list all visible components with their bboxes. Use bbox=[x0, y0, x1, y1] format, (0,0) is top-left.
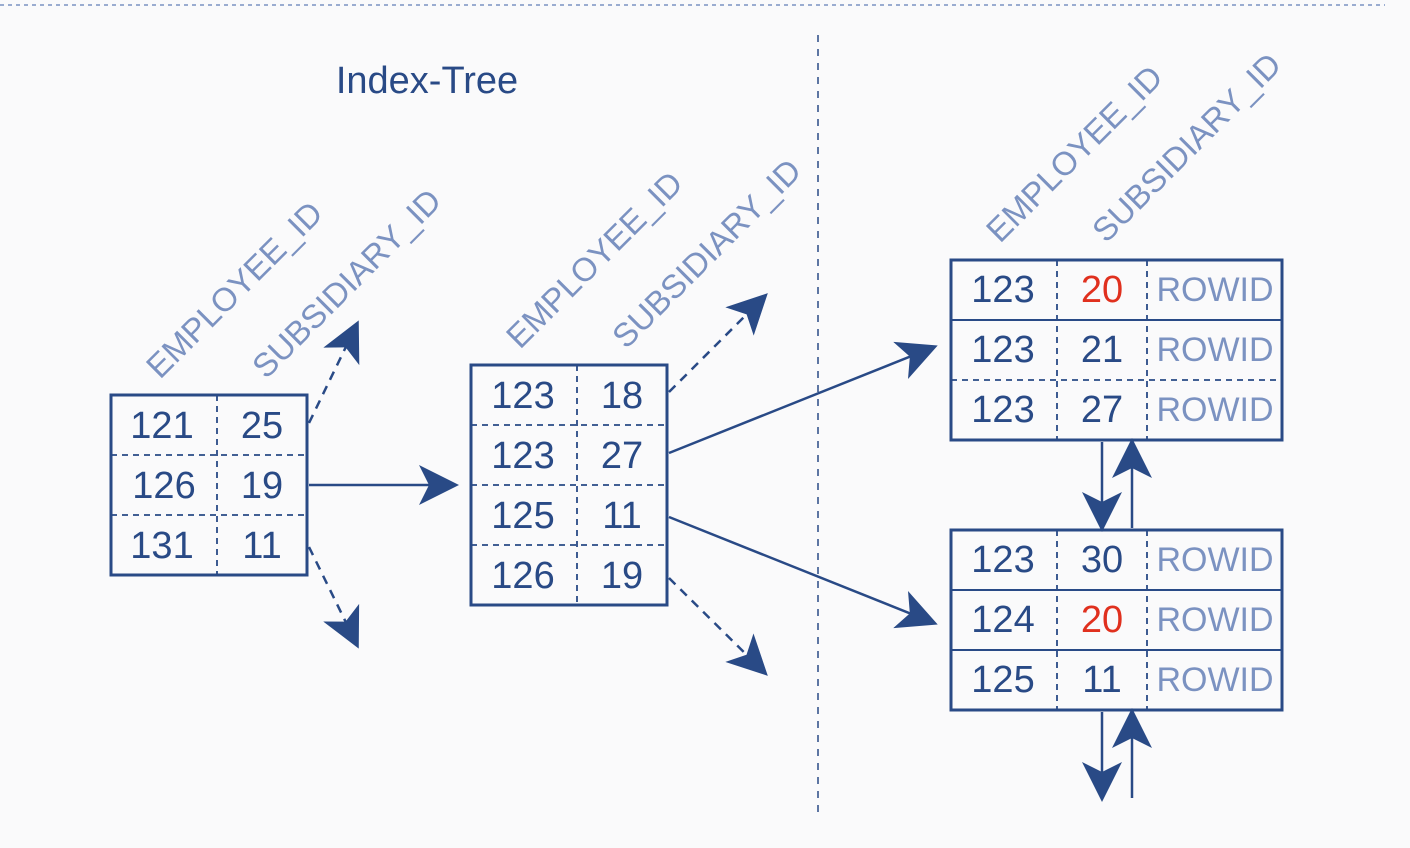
root-cell-subsidiary-id: 19 bbox=[241, 465, 283, 507]
leaf-cell-rowid: ROWID bbox=[1156, 541, 1273, 579]
branch-cell-employee-id: 126 bbox=[491, 555, 554, 597]
leaf-cell-subsidiary-id: 11 bbox=[1082, 659, 1121, 701]
leaf-subsidiary-id-label: SUBSIDIARY_ID bbox=[1085, 46, 1288, 249]
root-cell-subsidiary-id: 11 bbox=[242, 525, 281, 567]
root-cell-employee-id: 121 bbox=[130, 405, 193, 447]
leaf-cell-employee-id: 123 bbox=[971, 389, 1034, 431]
pointer-arrow bbox=[668, 515, 938, 629]
leaf-cell-subsidiary-id-highlighted: 20 bbox=[1081, 269, 1123, 311]
leaf-employee-id-label: EMPLOYEE_ID bbox=[979, 58, 1170, 249]
leaf-cell-rowid: ROWID bbox=[1156, 661, 1273, 699]
leaf-cell-employee-id: 125 bbox=[971, 659, 1034, 701]
leaf-cell-rowid: ROWID bbox=[1156, 331, 1273, 369]
leaf-cell-employee-id: 123 bbox=[971, 329, 1034, 371]
diagram-title: Index-Tree bbox=[336, 60, 518, 102]
branch-employee-id-label: EMPLOYEE_ID bbox=[499, 164, 690, 355]
leaf-cell-subsidiary-id: 27 bbox=[1081, 389, 1123, 431]
root-cell-employee-id: 131 bbox=[130, 525, 193, 567]
branch-cell-subsidiary-id: 11 bbox=[602, 495, 641, 537]
leaf-cell-subsidiary-id: 30 bbox=[1081, 539, 1123, 581]
branch-cell-employee-id: 123 bbox=[491, 375, 554, 417]
leaf-cell-employee-id: 123 bbox=[971, 539, 1034, 581]
root-cell-employee-id: 126 bbox=[132, 465, 195, 507]
root-node-border bbox=[109, 393, 309, 577]
pointer-arrow-dashed bbox=[668, 293, 768, 393]
root-node: 121 25 126 19 131 11 bbox=[109, 393, 309, 577]
arrows bbox=[307, 293, 1152, 802]
leaf-cell-employee-id: 123 bbox=[971, 269, 1034, 311]
branch-cell-subsidiary-id: 27 bbox=[601, 435, 643, 477]
branch-cell-subsidiary-id: 19 bbox=[601, 555, 643, 597]
pointer-arrow bbox=[668, 341, 938, 455]
leaf-cell-employee-id: 124 bbox=[971, 599, 1034, 641]
branch-cell-employee-id: 125 bbox=[491, 495, 554, 537]
branch-subsidiary-id-label: SUBSIDIARY_ID bbox=[605, 152, 808, 355]
pointer-arrow-dashed bbox=[307, 320, 360, 424]
leaf-node: 123 30 ROWID 124 20 ROWID 125 11 ROWID bbox=[949, 528, 1284, 712]
leaf-node: 123 20 ROWID 123 21 ROWID 123 27 ROWID bbox=[949, 258, 1284, 442]
root-employee-id-label: EMPLOYEE_ID bbox=[139, 194, 330, 385]
leaf-cell-rowid: ROWID bbox=[1156, 271, 1273, 309]
pointer-arrow-dashed bbox=[307, 546, 360, 649]
root-cell-subsidiary-id: 25 bbox=[241, 405, 283, 447]
root-subsidiary-id-label: SUBSIDIARY_ID bbox=[245, 182, 448, 385]
leaf-cell-subsidiary-id-highlighted: 20 bbox=[1081, 599, 1123, 641]
branch-node: 123 18 123 27 125 11 126 19 bbox=[469, 363, 669, 607]
branch-cell-employee-id: 123 bbox=[491, 435, 554, 477]
leaf-cell-rowid: ROWID bbox=[1156, 601, 1273, 639]
leaf-cell-subsidiary-id: 21 bbox=[1081, 329, 1123, 371]
branch-cell-subsidiary-id: 18 bbox=[601, 375, 643, 417]
leaf-cell-rowid: ROWID bbox=[1156, 391, 1273, 429]
pointer-arrow-dashed bbox=[668, 577, 768, 676]
